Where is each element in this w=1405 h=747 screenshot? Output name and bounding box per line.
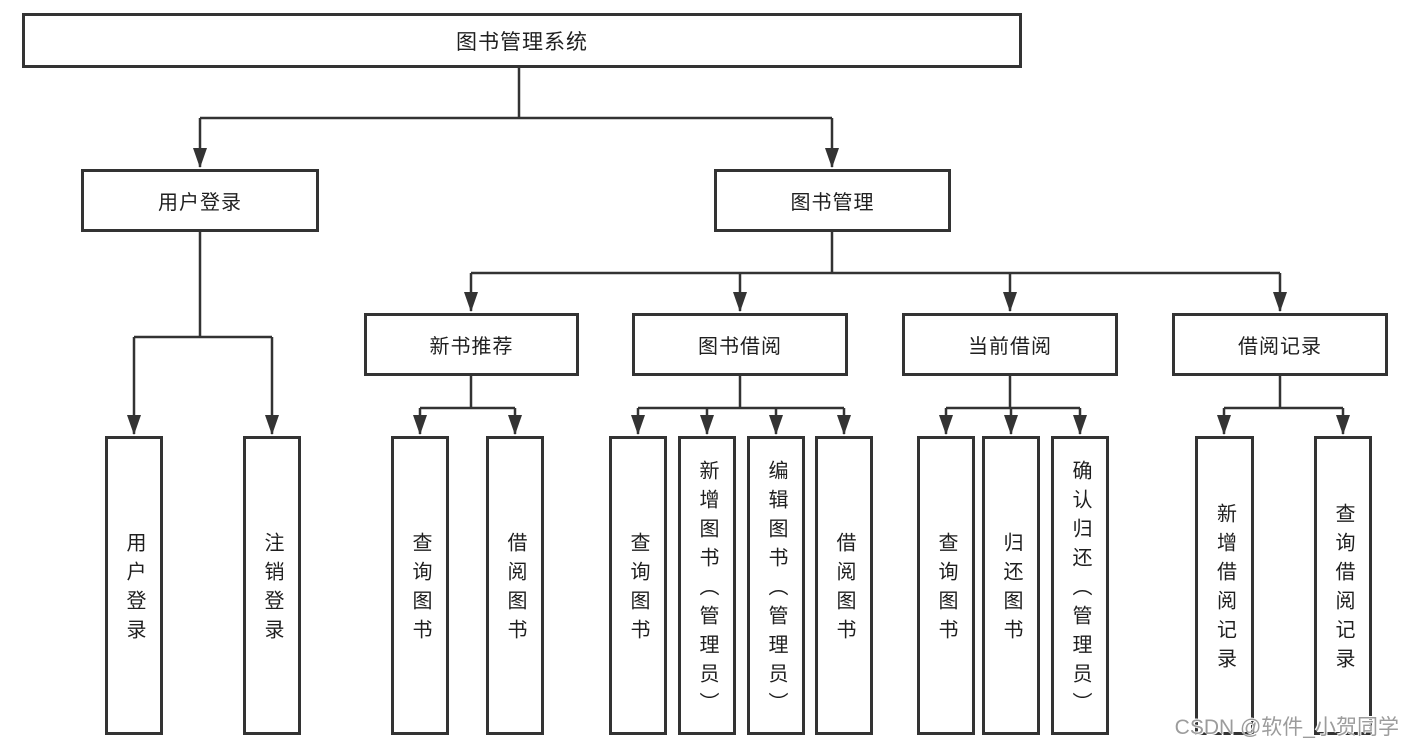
leaf-borrow-books: 借阅图书	[815, 436, 873, 735]
leaf-search-books-borrowing-label: 查询图书	[627, 532, 649, 648]
leaf-add-books-admin: 新增图书（管理员）	[678, 436, 736, 735]
leaf-return-books-label: 归还图书	[1000, 532, 1022, 648]
node-library-system: 图书管理系统	[22, 13, 1022, 68]
leaf-user-login: 用户登录	[105, 436, 163, 735]
leaf-search-books-current: 查询图书	[917, 436, 975, 735]
leaf-search-books-recommend: 查询图书	[391, 436, 449, 735]
leaf-add-books-admin-label: 新增图书（管理员）	[696, 459, 718, 721]
leaf-borrow-books-recommend-label: 借阅图书	[504, 532, 526, 648]
leaf-search-books-borrowing: 查询图书	[609, 436, 667, 735]
leaf-borrow-books-label: 借阅图书	[833, 532, 855, 648]
leaf-edit-books-admin: 编辑图书（管理员）	[747, 436, 805, 735]
leaf-logout-login: 注销登录	[243, 436, 301, 735]
leaf-return-books: 归还图书	[982, 436, 1040, 735]
node-borrowing-records: 借阅记录	[1172, 313, 1388, 376]
node-book-management-branch: 图书管理	[714, 169, 951, 232]
leaf-logout-login-label: 注销登录	[261, 532, 283, 648]
node-user-login-branch: 用户登录	[81, 169, 319, 232]
leaf-search-borrow-record: 查询借阅记录	[1314, 436, 1372, 735]
node-book-borrowing: 图书借阅	[632, 313, 848, 376]
csdn-watermark: CSDN @软件_小贺同学	[1174, 716, 1399, 739]
leaf-add-borrow-record-label: 新增借阅记录	[1213, 503, 1236, 677]
leaf-confirm-return-admin-label: 确认归还（管理员）	[1069, 459, 1091, 721]
leaf-search-books-recommend-label: 查询图书	[409, 532, 431, 648]
leaf-search-books-current-label: 查询图书	[935, 532, 957, 648]
node-current-borrowing: 当前借阅	[902, 313, 1118, 376]
leaf-add-borrow-record: 新增借阅记录	[1195, 436, 1254, 735]
node-new-book-recommendation: 新书推荐	[364, 313, 579, 376]
leaf-user-login-label: 用户登录	[123, 532, 145, 648]
leaf-edit-books-admin-label: 编辑图书（管理员）	[765, 459, 787, 721]
leaf-borrow-books-recommend: 借阅图书	[486, 436, 544, 735]
leaf-search-borrow-record-label: 查询借阅记录	[1332, 503, 1354, 677]
leaf-confirm-return-admin: 确认归还（管理员）	[1051, 436, 1109, 735]
